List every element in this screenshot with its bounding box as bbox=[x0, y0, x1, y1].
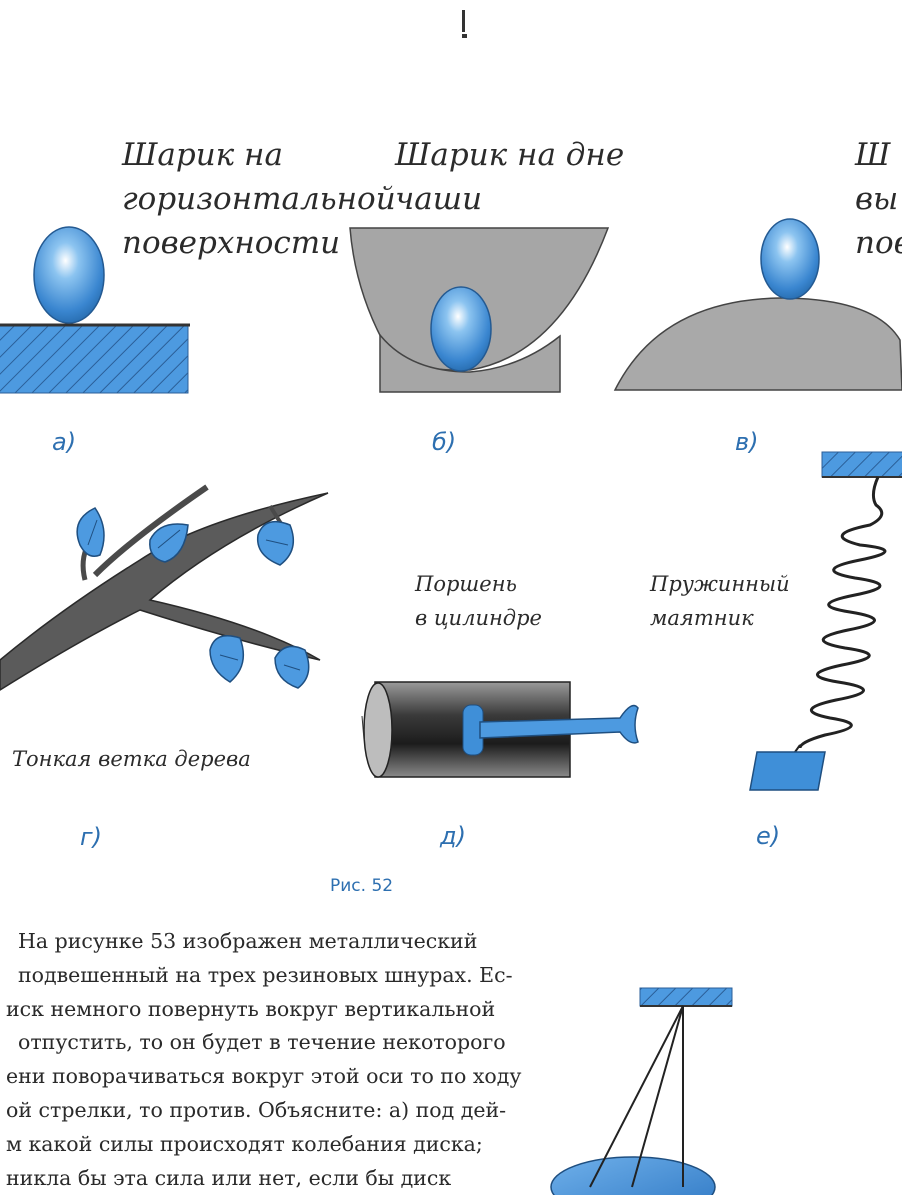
ball-a bbox=[33, 226, 105, 324]
panel-g-label: Тонкая ветка дерева bbox=[12, 747, 251, 771]
text-line: никла бы эта сила или нет, если бы диск bbox=[6, 1165, 452, 1190]
panel-d-label: Поршень в цилиндре bbox=[415, 572, 542, 630]
text-line: На рисунке 53 изображен металлический bbox=[18, 929, 478, 953]
problem-text: На рисунке 53 изображен металлический по… bbox=[0, 925, 590, 1195]
panel-e-letter: е) bbox=[756, 822, 781, 850]
top-mark bbox=[462, 10, 465, 32]
text-line: подвешенный на трех резиновых шнурах. Ес… bbox=[18, 962, 513, 987]
figure-caption: Рис. 52 bbox=[330, 876, 394, 896]
top-dot bbox=[462, 34, 467, 38]
text-line: ени поворачиваться вокруг этой оси то по… bbox=[6, 1064, 522, 1089]
panel-d-letter: д) bbox=[440, 822, 466, 850]
panel-e-label: Пружинный маятник bbox=[650, 572, 790, 630]
ball-c bbox=[760, 218, 820, 300]
panel-a-letter: а) bbox=[52, 428, 77, 456]
panel-b-letter: б) bbox=[432, 428, 457, 456]
text-line: ой стрелки, то против. Объясните: а) под… bbox=[6, 1097, 507, 1122]
ball-b bbox=[430, 286, 492, 372]
text-line: отпустить, то он будет в течение некотор… bbox=[18, 1030, 506, 1055]
text-line: м какой силы происходят колебания диска; bbox=[6, 1131, 483, 1156]
panel-c-label: Ш вы пове bbox=[855, 137, 902, 261]
panel-g-letter: г) bbox=[80, 823, 102, 851]
text-line: иск немного повернуть вокруг вертикально… bbox=[6, 996, 496, 1021]
panel-c-letter: в) bbox=[735, 428, 759, 456]
panel-b-label: Шарик на дне чаши bbox=[395, 137, 625, 217]
panel-a-label: Шарик на горизонтальной поверхности bbox=[122, 137, 396, 261]
